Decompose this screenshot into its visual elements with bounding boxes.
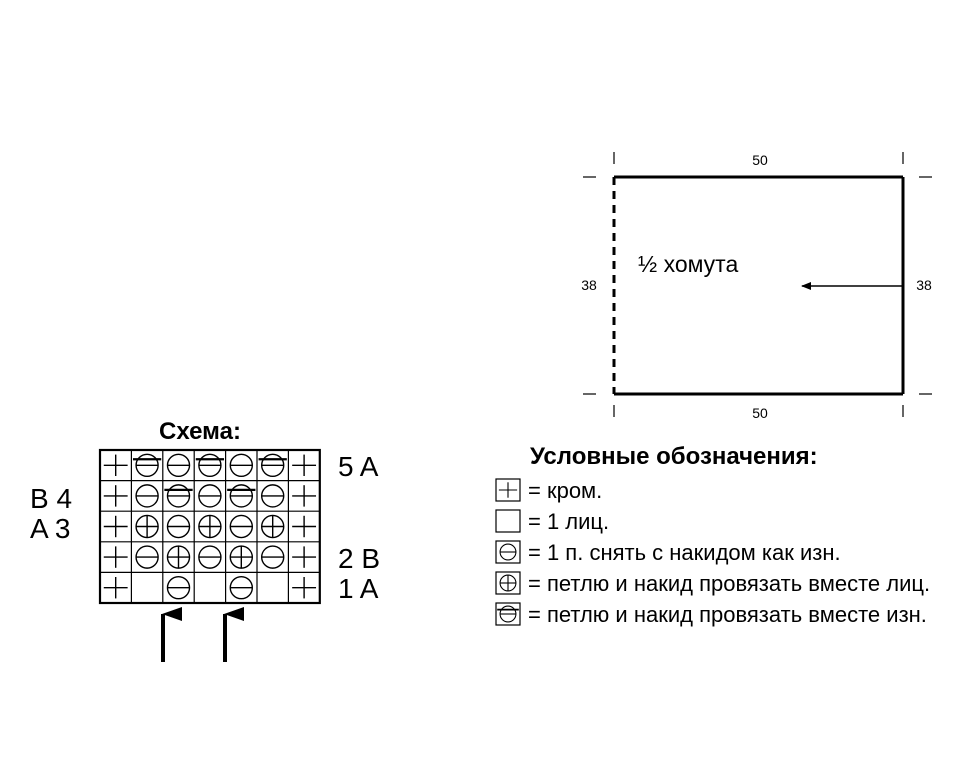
chart-border	[98, 448, 321, 605]
edge-stitch-symbol	[103, 515, 128, 538]
right-row-label: 5 A	[338, 451, 379, 482]
legend-item-text: = 1 п. снять с накидом как изн.	[528, 540, 841, 565]
height-left-label: 38	[581, 277, 597, 293]
purl-stitch-symbol	[229, 575, 254, 600]
purl-stitch-symbol	[229, 453, 254, 478]
purl-stitch-symbol	[166, 514, 191, 539]
legend-items: = кром. = 1 лиц. = 1 п. снять с накидом ка…	[495, 478, 930, 627]
purl-stitch-symbol	[499, 543, 517, 561]
bar-stitch-symbol	[164, 484, 193, 508]
edge-stitch-symbol	[103, 485, 128, 507]
schematic: 50 50 38 38 ½ хомута	[581, 152, 932, 421]
knit-stitch-symbol	[198, 514, 222, 539]
purl-stitch-symbol	[260, 545, 285, 569]
knit-stitch-symbol	[166, 545, 191, 569]
legend-title: Условные обозначения:	[530, 443, 818, 470]
purl-stitch-symbol	[135, 545, 159, 569]
legend-symbol-box	[495, 540, 521, 564]
purl-stitch-symbol	[198, 545, 222, 569]
width-top-label: 50	[752, 152, 768, 168]
legend: Условные обозначения: = кром. = 1 лиц. = 1…	[495, 443, 930, 627]
knit-stitch-symbol	[135, 514, 159, 539]
bar-stitch-symbol	[258, 453, 287, 478]
bar-stitch-symbol	[195, 453, 225, 478]
edge-stitch-symbol	[103, 454, 128, 477]
legend-symbol-box	[495, 509, 521, 533]
bar-stitch-symbol	[497, 605, 519, 623]
purl-stitch-symbol	[260, 484, 285, 508]
edge-stitch-symbol	[103, 546, 128, 568]
width-bottom-label: 50	[752, 405, 768, 421]
left-row-label: B 4	[30, 483, 72, 514]
purl-stitch-symbol	[135, 484, 159, 508]
purl-stitch-symbol	[198, 484, 222, 508]
edge-stitch-symbol	[292, 546, 317, 568]
chart-grid	[98, 448, 321, 605]
left-row-label: A 3	[30, 513, 70, 544]
legend-symbol-box	[495, 478, 521, 502]
legend-item-text: = петлю и накид провязать вместе лиц.	[528, 571, 930, 596]
purl-stitch-symbol	[229, 514, 254, 539]
knit-stitch-symbol	[499, 574, 517, 592]
legend-item: = петлю и накид провязать вместе изн.	[495, 602, 927, 627]
dimension-ticks	[583, 152, 932, 417]
edge-stitch-symbol	[292, 454, 317, 477]
legend-item-text: = 1 лиц.	[528, 509, 609, 534]
edge-stitch-symbol	[292, 485, 317, 507]
edge-stitch-symbol	[103, 576, 128, 599]
chart-row-labels: 5 A 2 B 1 A B 4 A 3	[30, 451, 380, 604]
purl-stitch-symbol	[166, 453, 191, 478]
right-row-label: 1 A	[338, 573, 379, 604]
legend-item-text: = петлю и накид провязать вместе изн.	[528, 602, 927, 627]
chart-title: Схема:	[159, 418, 241, 445]
legend-item: = 1 п. снять с накидом как изн.	[495, 540, 841, 565]
legend-item: = 1 лиц.	[495, 509, 609, 534]
edge-stitch-symbol	[498, 482, 518, 498]
knit-stitch-symbol	[229, 545, 254, 569]
legend-item-text: = кром.	[528, 478, 602, 503]
legend-item: = кром.	[495, 478, 602, 503]
knit-stitch-symbol	[260, 514, 285, 539]
legend-item: = петлю и накид провязать вместе лиц.	[495, 571, 930, 596]
stitch-chart: Схема: 5 A 2 B 1 A B 4 A 3	[30, 418, 380, 662]
edge-stitch-symbol	[292, 515, 317, 538]
bar-stitch-symbol	[227, 484, 256, 508]
purl-stitch-symbol	[166, 575, 191, 600]
schematic-piece-label: ½ хомута	[638, 251, 738, 277]
edge-stitch-symbol	[292, 576, 317, 599]
height-right-label: 38	[916, 277, 932, 293]
legend-symbol-box	[495, 571, 521, 595]
right-row-label: 2 B	[338, 543, 380, 574]
bar-stitch-symbol	[132, 453, 162, 478]
legend-symbol-box	[495, 602, 521, 626]
